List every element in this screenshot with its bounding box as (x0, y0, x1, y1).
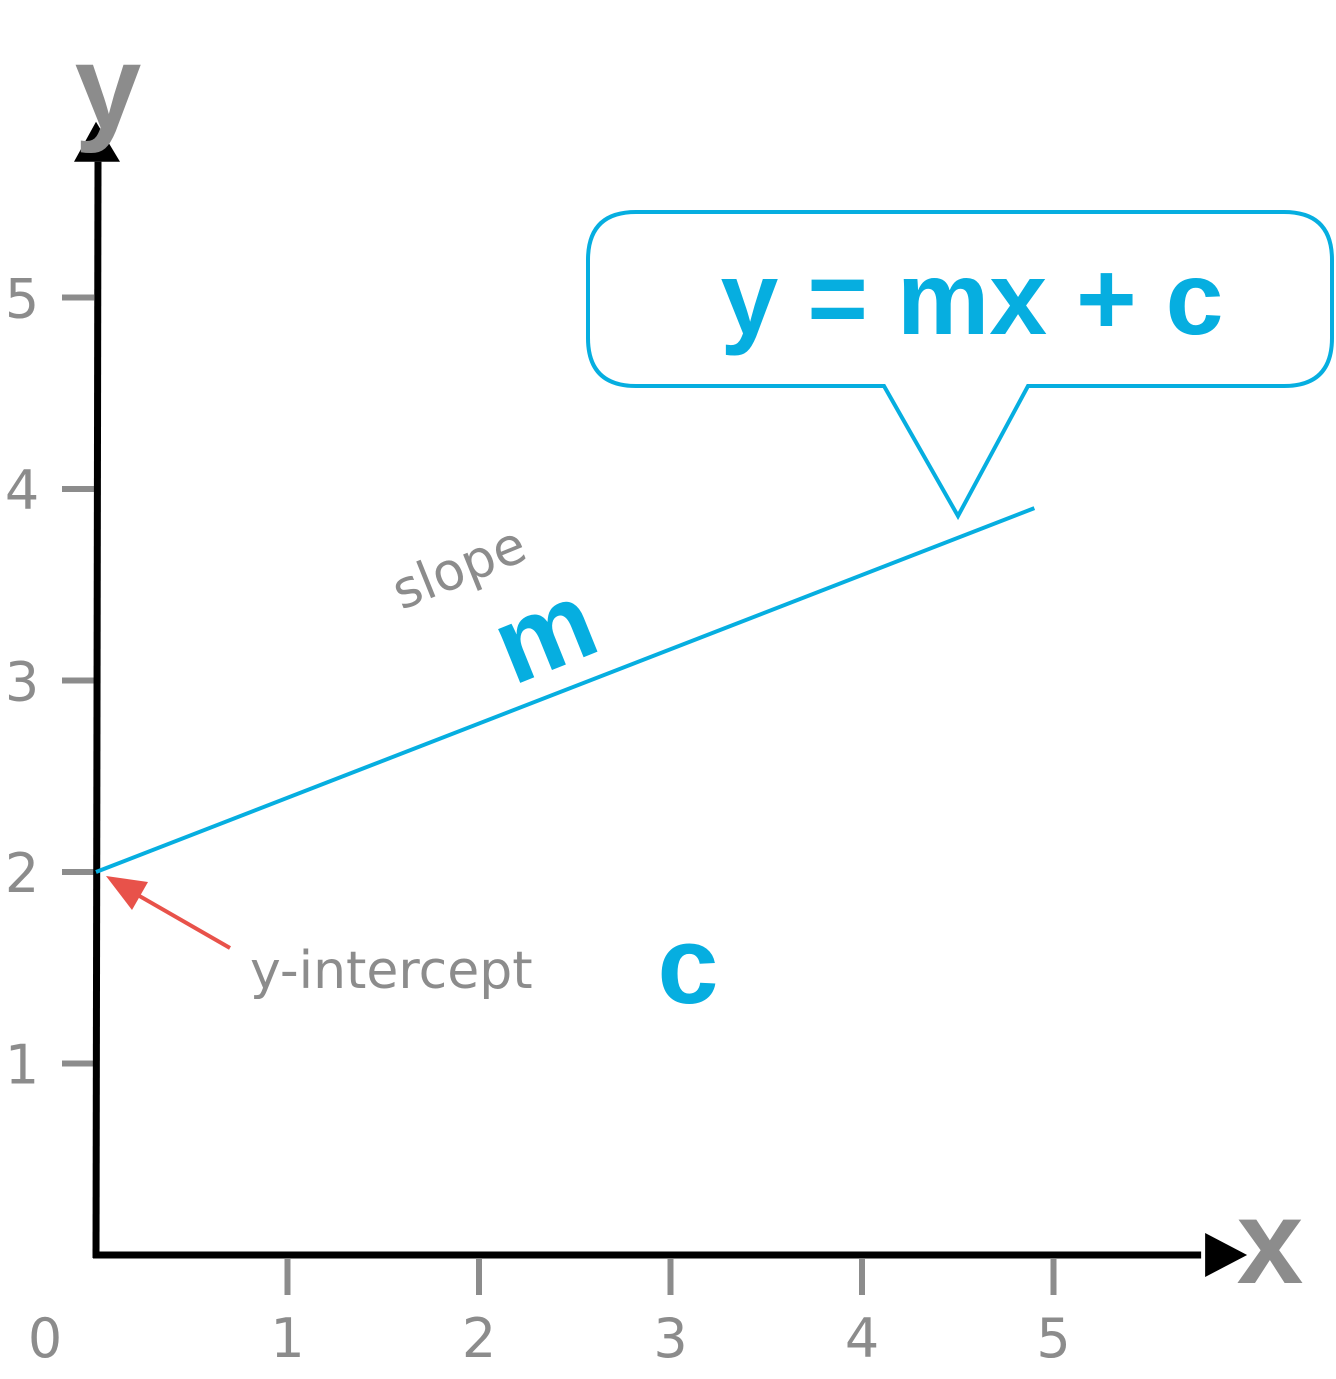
x-axis-label: x (1237, 1175, 1304, 1309)
x-tick-label: 4 (845, 1307, 879, 1370)
equation-bubble (586, 210, 1334, 521)
intercept-arrow-shaft (121, 884, 231, 950)
origin-label: 0 (28, 1307, 62, 1370)
x-tick-label: 1 (270, 1307, 304, 1370)
x-tick-label: 2 (462, 1307, 496, 1370)
y-tick-label: 4 (5, 459, 39, 522)
intercept-symbol: c (657, 904, 718, 1027)
x-tick-label: 3 (653, 1307, 687, 1370)
x-tick-label: 5 (1036, 1307, 1070, 1370)
slope-annotation: slope m (384, 515, 613, 708)
y-tick-label: 2 (5, 842, 39, 905)
y-tick-label: 1 (5, 1034, 39, 1097)
series-line (95, 506, 1036, 874)
x-axis-arrowhead (1205, 1233, 1248, 1277)
y-axis-arrowhead (74, 121, 120, 162)
y-tick-label: 3 (5, 651, 39, 714)
equation-callout: y = mx + c (586, 210, 1334, 521)
y-tick-label: 5 (5, 268, 39, 331)
intercept-label: y-intercept (250, 941, 533, 1001)
y-axis (92, 161, 102, 1259)
intercept-arrowhead (106, 876, 148, 910)
y-axis-label: y (75, 20, 142, 154)
ticks-layer: 1 2 3 4 5 1 2 3 4 5 (5, 268, 1071, 1371)
equation-text: y = mx + c (720, 241, 1223, 357)
